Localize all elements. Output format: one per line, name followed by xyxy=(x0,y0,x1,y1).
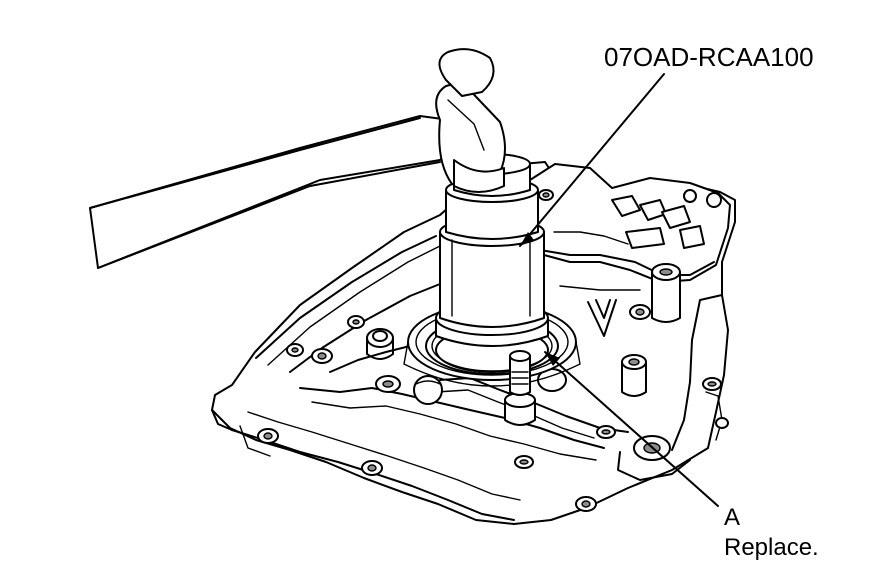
installer-tool xyxy=(435,153,549,347)
bolt-bosses xyxy=(257,189,729,512)
part-instruction-label: Replace. xyxy=(724,534,819,561)
part-letter-label: A xyxy=(724,504,741,531)
leader-lines xyxy=(519,73,719,507)
dowel-pin xyxy=(504,350,536,426)
tool-number-label: 07OAD-RCAA100 xyxy=(604,42,814,72)
hammer xyxy=(89,48,506,269)
